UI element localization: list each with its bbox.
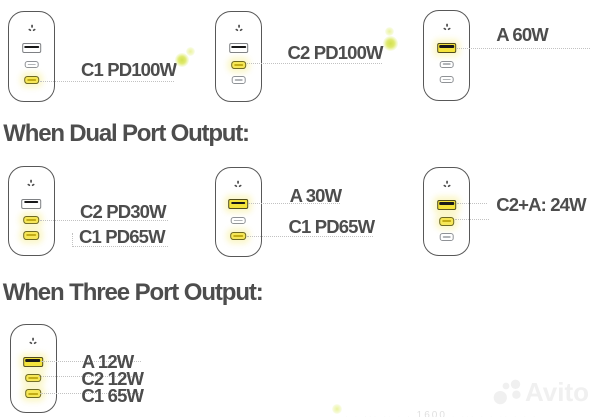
svg-text:Avito: Avito xyxy=(525,377,589,407)
